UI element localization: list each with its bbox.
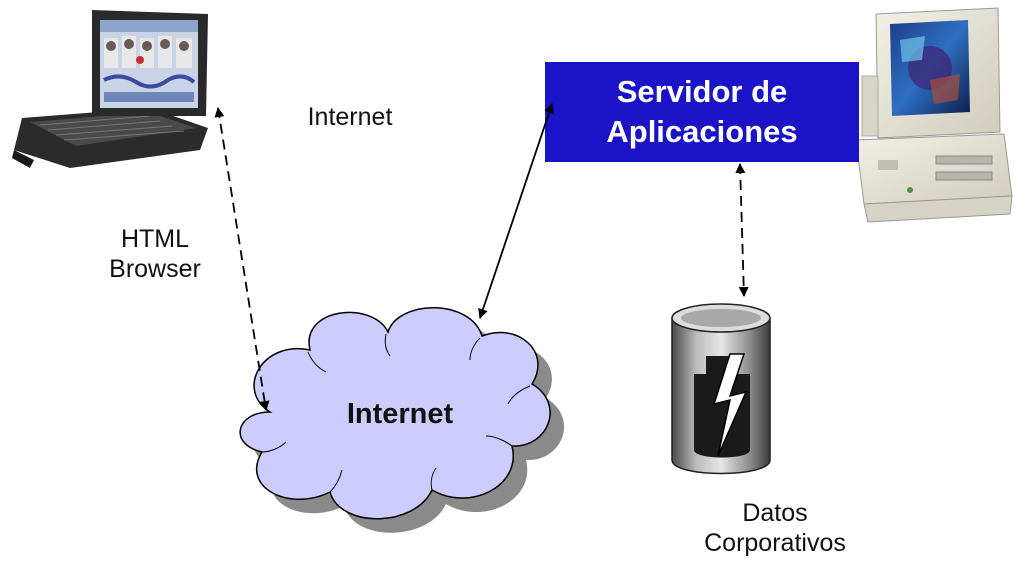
- server-box-bg: [545, 62, 859, 162]
- internet-cloud-label: Internet: [346, 398, 454, 430]
- html-browser-label: HTML Browser: [109, 225, 201, 283]
- desktop-computer-icon: [855, 7, 1013, 223]
- laptop-cloud-dashed-arrow: [214, 107, 270, 411]
- laptop-icon: [12, 10, 208, 168]
- connectors: [214, 103, 749, 411]
- internet-label-top: Internet: [307, 103, 393, 131]
- corporate-data-label: Datos Corporativos: [704, 499, 846, 557]
- internet-cloud-icon: [239, 307, 565, 533]
- database-icon: [671, 303, 771, 475]
- cloud-server-arrow: [478, 103, 554, 319]
- server-database-dashed-arrow: [735, 163, 749, 297]
- application-server-label: Servidor de Aplicaciones: [606, 74, 798, 149]
